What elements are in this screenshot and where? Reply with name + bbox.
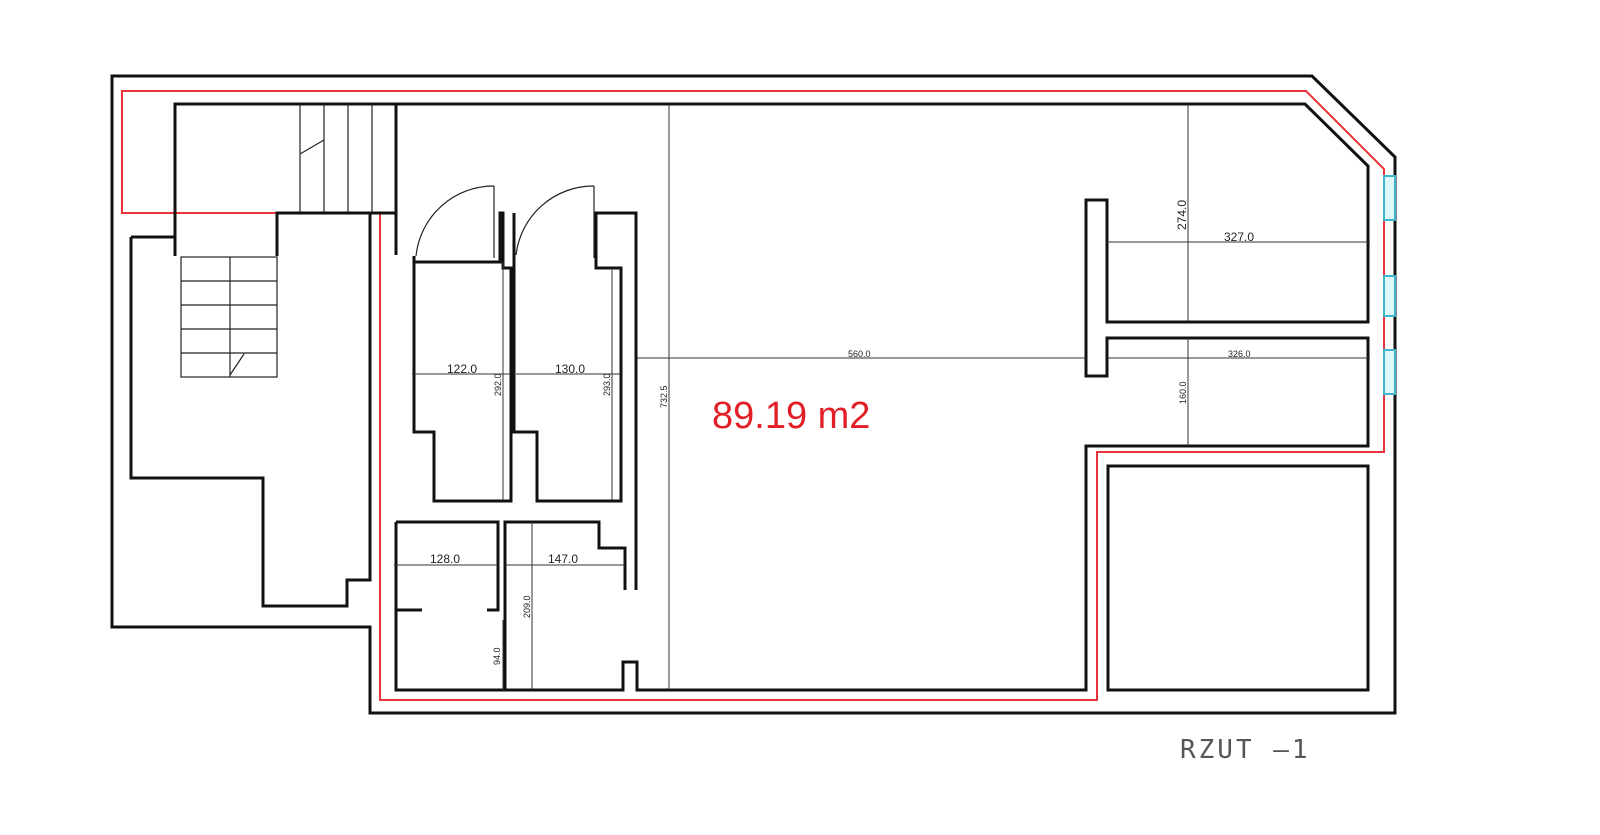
window-3 bbox=[1383, 349, 1396, 395]
stair-well bbox=[173, 102, 398, 256]
room-width-label: 560.0 bbox=[848, 349, 871, 359]
room-ne-width-label: 327.0 bbox=[1224, 230, 1254, 244]
main-room-wall bbox=[394, 102, 1370, 692]
closet-b-height-label: 293.0 bbox=[602, 373, 612, 396]
bath-a-height-label: 94.0 bbox=[492, 647, 502, 665]
room-height-label: 732.5 bbox=[659, 385, 669, 408]
stair-treads bbox=[180, 104, 373, 378]
outer-wall bbox=[110, 74, 1397, 715]
closet-a bbox=[412, 211, 513, 503]
area-outline bbox=[121, 90, 1385, 701]
window-2 bbox=[1383, 275, 1396, 317]
storage-room bbox=[1106, 464, 1370, 692]
closet-b bbox=[512, 211, 638, 590]
window-1 bbox=[1383, 175, 1396, 221]
bath-a bbox=[396, 520, 500, 612]
closet-b-width-label: 130.0 bbox=[555, 362, 585, 376]
closet-a-width-label: 122.0 bbox=[447, 362, 477, 376]
closet-a-height-label: 292.0 bbox=[493, 373, 503, 396]
window-group bbox=[1383, 175, 1396, 395]
dimension-lines bbox=[394, 104, 1370, 690]
bath-b-height-label: 209.0 bbox=[522, 595, 532, 618]
bath-b-width-label: 147.0 bbox=[548, 552, 578, 566]
bath-a-width-label: 128.0 bbox=[430, 552, 460, 566]
closet-doors bbox=[415, 185, 595, 258]
plan-title: RZUT –1 bbox=[1180, 735, 1311, 765]
landing-wall bbox=[129, 213, 372, 608]
room-e-height-label: 160.0 bbox=[1178, 381, 1188, 404]
bath-b bbox=[503, 520, 627, 690]
area-label: 89.19 m2 bbox=[712, 395, 870, 437]
room-e-width-label: 326.0 bbox=[1228, 349, 1251, 359]
room-ne-height-label: 274.0 bbox=[1175, 200, 1189, 230]
